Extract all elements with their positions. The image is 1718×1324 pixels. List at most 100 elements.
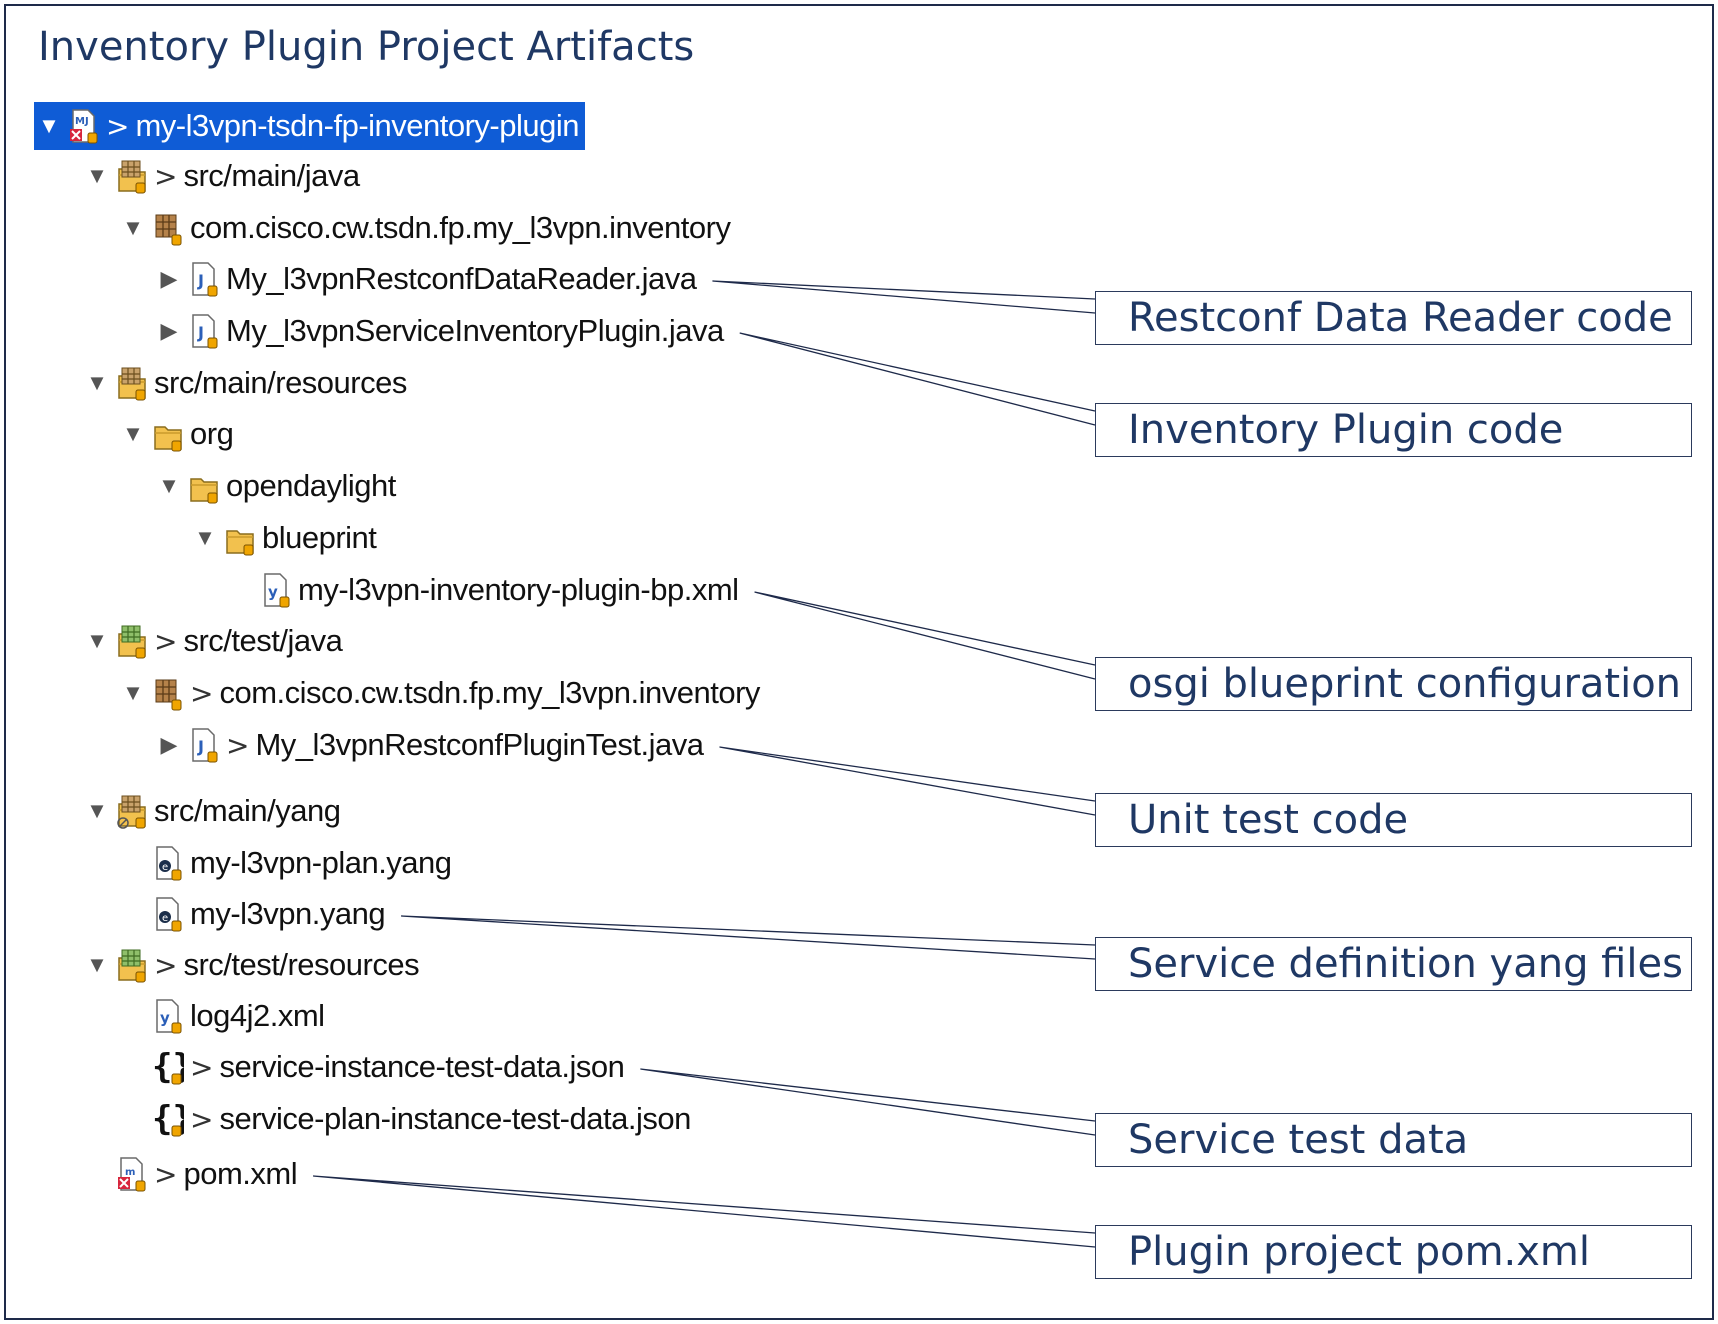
callout-label: Unit test code [1128,797,1409,843]
collapse-arrow-icon[interactable]: ▶ [160,732,178,757]
svg-text:J: J [197,737,204,756]
callout-pom: Plugin project pom.xml [1095,1225,1692,1279]
callout-reader: Restconf Data Reader code [1095,291,1692,345]
tree-indent-spacer [122,1106,144,1132]
source-folder-icon [116,364,148,402]
tree-item-root[interactable]: ▼ MJ>my-l3vpn-tsdn-fp-inventory-plugin [34,102,585,150]
git-modified-marker: > [154,159,178,193]
tree-item-test-java[interactable]: ▶ J >My_l3vpnRestconfPluginTest.java [158,723,704,767]
tree-item-src-main-java[interactable]: ▼>src/main/java [86,154,360,198]
git-modified-marker: > [226,728,250,762]
tree-item-label: log4j2.xml [190,998,325,1033]
tree-item-opendaylight[interactable]: ▼ opendaylight [158,464,396,508]
folder-icon [224,519,256,557]
tree-item-label: my-l3vpn-inventory-plugin-bp.xml [298,572,739,607]
git-modified-marker: > [154,1157,178,1191]
xml-file-icon: y [152,997,184,1035]
json-file-icon: {} [152,1100,184,1138]
tree-item-label: service-instance-test-data.json [219,1049,625,1084]
tree-item-pkg-main[interactable]: ▼com.cisco.cw.tsdn.fp.my_l3vpn.inventory [122,206,731,250]
git-modified-marker: > [190,1102,214,1136]
tree-item-src-main-yang[interactable]: ▼ src/main/yang [86,789,341,833]
yang-file-icon: e [152,895,184,933]
tree-item-label: my-l3vpn-tsdn-fp-inventory-plugin [135,108,579,143]
expand-arrow-icon[interactable]: ▼ [38,113,60,138]
tree-item-src-main-resources[interactable]: ▼ src/main/resources [86,361,407,405]
folder-icon [152,415,184,453]
tree-item-org[interactable]: ▼ org [122,412,234,456]
tree-indent-spacer [86,1161,108,1187]
tree-item-label: src/main/resources [154,365,407,400]
java-file-icon: J [188,260,220,298]
callout-plugin: Inventory Plugin code [1095,403,1692,457]
tree-item-label: my-l3vpn-plan.yang [190,845,452,880]
svg-text:y: y [268,583,278,601]
tree-item-label: org [190,416,234,451]
callout-yang: Service definition yang files [1095,937,1692,991]
callout-label: Service test data [1128,1117,1469,1163]
tree-item-src-test-java[interactable]: ▼>src/test/java [86,619,343,663]
maven-project-error-icon: MJ [68,107,100,145]
callout-label: Restconf Data Reader code [1128,295,1673,341]
tree-item-label: src/main/yang [154,793,341,828]
tree-item-blueprint[interactable]: ▼ blueprint [194,516,377,560]
json-file-icon: {} [152,1048,184,1086]
tree-item-src-test-resources[interactable]: ▼ >src/test/resources [86,943,420,987]
svg-text:y: y [160,1009,170,1027]
expand-arrow-icon[interactable]: ▼ [122,215,144,240]
svg-text:J: J [197,323,204,342]
callout-label: Plugin project pom.xml [1128,1229,1590,1275]
tree-item-label: My_l3vpnServiceInventoryPlugin.java [226,313,724,348]
tree-item-si-json[interactable]: {}>service-instance-test-data.json [122,1045,625,1089]
expand-arrow-icon[interactable]: ▼ [122,680,144,705]
expand-arrow-icon[interactable]: ▼ [86,628,108,653]
tree-item-label: src/test/java [183,623,343,658]
svg-text:e: e [162,862,168,873]
tree-item-pkg-test[interactable]: ▼>com.cisco.cw.tsdn.fp.my_l3vpn.inventor… [122,671,760,715]
yang-file-icon: e [152,844,184,882]
tree-item-label: My_l3vpnRestconfPluginTest.java [255,727,704,762]
svg-text:m: m [125,1167,135,1178]
tree-item-l3vpn-yang[interactable]: e my-l3vpn.yang [122,892,386,936]
tree-indent-spacer [122,850,144,876]
collapse-arrow-icon[interactable]: ▶ [160,266,178,291]
java-file-icon: J [188,312,220,350]
git-modified-marker: > [154,948,178,982]
callout-label: Service definition yang files [1128,941,1683,987]
callout-testdata: Service test data [1095,1113,1692,1167]
tree-item-label: src/test/resources [183,947,420,982]
git-modified-marker: > [106,109,130,143]
svg-text:e: e [162,913,168,924]
callout-bp: osgi blueprint configuration [1095,657,1692,711]
git-modified-marker: > [190,676,214,710]
expand-arrow-icon[interactable]: ▼ [86,952,108,977]
tree-item-reader-java[interactable]: ▶ J My_l3vpnRestconfDataReader.java [158,257,697,301]
tree-item-label: my-l3vpn.yang [190,896,386,931]
expand-arrow-icon[interactable]: ▼ [158,473,180,498]
tree-item-spi-json[interactable]: {}>service-plan-instance-test-data.json [122,1097,691,1141]
pom-file-error-icon: m [116,1155,148,1193]
expand-arrow-icon[interactable]: ▼ [122,421,144,446]
tree-item-label: blueprint [262,520,377,555]
expand-arrow-icon[interactable]: ▼ [86,370,108,395]
tree-item-label: My_l3vpnRestconfDataReader.java [226,261,697,296]
expand-arrow-icon[interactable]: ▼ [86,798,108,823]
tree-indent-spacer [122,1054,144,1080]
tree-indent-spacer [230,577,252,603]
callout-label: Inventory Plugin code [1128,407,1564,453]
tree-item-plan-yang[interactable]: e my-l3vpn-plan.yang [122,841,452,885]
expand-arrow-icon[interactable]: ▼ [86,163,108,188]
tree-item-log4j2[interactable]: y log4j2.xml [122,994,325,1038]
tree-item-label: opendaylight [226,468,396,503]
tree-item-label: pom.xml [183,1156,298,1191]
collapse-arrow-icon[interactable]: ▶ [160,318,178,343]
expand-arrow-icon[interactable]: ▼ [194,525,216,550]
package-icon [152,674,184,712]
tree-indent-spacer [122,1003,144,1029]
tree-item-bp-xml[interactable]: y my-l3vpn-inventory-plugin-bp.xml [230,568,739,612]
tree-item-pom[interactable]: m >pom.xml [86,1152,298,1196]
tree-item-plugin-java[interactable]: ▶ J My_l3vpnServiceInventoryPlugin.java [158,309,724,353]
diagram-title: Inventory Plugin Project Artifacts [38,24,695,70]
svg-text:J: J [197,271,204,290]
yang-source-folder-icon [116,792,148,830]
